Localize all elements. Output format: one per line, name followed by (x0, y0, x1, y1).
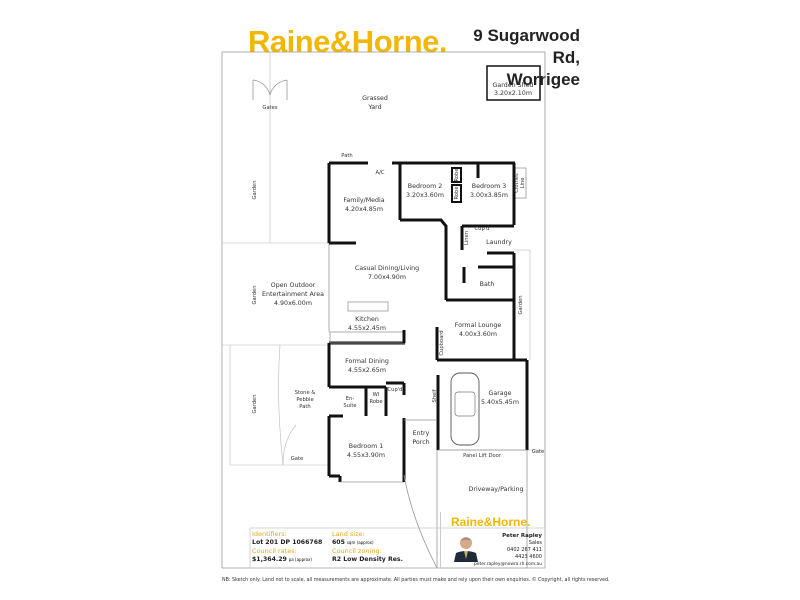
casual-living-size: 7.00x4.90m (368, 274, 406, 281)
formal-lounge-label: Formal Lounge (455, 322, 502, 329)
bedroom3-label: Bedroom 3 (472, 183, 507, 190)
agent-phone-office[interactable]: 4423 4600 (514, 554, 542, 560)
identifiers-value: Lot 201 DP 1066768 (252, 538, 323, 546)
kitchen-size: 4.55x2.45m (348, 325, 386, 332)
land-size-unit: sqm (approx) (346, 539, 374, 545)
agent-photo (454, 537, 478, 562)
brand-logo: Raine&Horne. (248, 24, 447, 59)
car-icon (450, 372, 480, 446)
ensuite-label: En- (346, 396, 355, 402)
entry-porch-label: Entry (413, 430, 430, 437)
casual-living-label: Casual Dining/Living (355, 265, 419, 272)
garage-label: Garage (488, 390, 511, 397)
linen-label: Linen (464, 231, 470, 245)
rates-unit: pa (approx) (288, 556, 312, 562)
gate-label-left: Gate (291, 456, 303, 462)
bedroom3-size: 3.00x3.85m (470, 192, 508, 199)
property-address: 9 Sugarwood Rd, Worrigee (454, 25, 580, 91)
formal-lounge-size: 4.00x3.60m (459, 331, 497, 338)
garden-label-1: Garden (252, 180, 258, 199)
land-size-value: 605 (332, 538, 345, 546)
agent-role: Sales (528, 540, 542, 546)
shelf-label: Shelf (432, 389, 438, 402)
gates-top-left (252, 79, 288, 100)
garden-label-4: Garden (518, 295, 524, 314)
ac-label: A/C (376, 170, 385, 176)
entry-porch-label-2: Porch (412, 439, 429, 446)
wi-robe-label: WI (373, 392, 380, 398)
driveway-label: Driveway/Parking (469, 486, 524, 493)
outdoor-area-label: Open Outdoor (271, 282, 316, 289)
family-room-label: Family/Media (343, 197, 384, 204)
laundry-label: Laundry (486, 239, 512, 246)
outdoor-area-size: 4.90x6.00m (274, 300, 312, 307)
panel-lift-door-label: Panel Lift Door (463, 453, 502, 459)
agent-details: Peter Rapley Sales 0402 267 411 4423 460… (474, 533, 542, 568)
formal-dining-label: Formal Dining (345, 358, 389, 365)
clothes-line-label: Clothes (514, 173, 520, 193)
gate-label-right: Gate (532, 449, 544, 455)
bedroom1-label: Bedroom 1 (349, 443, 384, 450)
bedroom2-size: 3.20x3.60m (406, 192, 444, 199)
garden-shed-size: 3.20x2.10m (494, 90, 532, 97)
garage-size: 5.40x5.45m (481, 399, 519, 406)
rates-value: $1,364.29 (252, 555, 287, 563)
address-line2: Worrigee (506, 70, 580, 89)
stone-path-label: Stone & (295, 390, 316, 396)
kitchen-label: Kitchen (355, 316, 379, 323)
grassed-yard-label: Grassed (362, 95, 388, 102)
gates-label: Gates (262, 105, 277, 111)
ensuite-label-2: Suite (343, 403, 356, 409)
house-walls (327, 161, 529, 569)
agent-card: Raine&Horne. Peter Rapley Sales 0402 267… (440, 512, 545, 568)
outdoor-area-label-2: Entertainment Area (262, 291, 324, 298)
garden-label-2: Garden (252, 285, 258, 304)
bedroom2-label: Bedroom 2 (408, 183, 443, 190)
dining-cupboard-label: Cup'd (388, 387, 403, 393)
bedroom1-size: 4.55x3.90m (347, 452, 385, 459)
clothes-line-label-2: Line (520, 178, 526, 189)
disclaimer: NB: Sketch only. Land not to scale, all … (222, 578, 610, 583)
stone-path-label-2: Pebble (296, 397, 313, 403)
agent-brand-logo: Raine&Horne. (451, 515, 531, 529)
garden-label-3: Garden (252, 394, 258, 413)
lot-boundary (221, 51, 546, 569)
agent-email[interactable]: peter.rapley@nowra.rh.com.au (473, 562, 542, 567)
grassed-yard-label-2: Yard (367, 104, 381, 111)
address-line1: 9 Sugarwood Rd, (473, 26, 580, 67)
zoning-label: Council zoning: (332, 547, 382, 555)
cupboard-label: Cupboard (439, 330, 445, 355)
agent-phone-mobile[interactable]: 0402 267 411 (507, 547, 542, 553)
property-info: Identifiers: Lot 201 DP 1066768 Council … (252, 530, 437, 568)
bath-label: Bath (480, 281, 495, 288)
robe-label-2: Robe (454, 186, 460, 199)
laundry-cupboard-label: Cup'd (475, 226, 490, 232)
rates-label: Council rates: (252, 547, 297, 555)
stone-path-label-3: Path (299, 404, 310, 410)
land-size-label: Land size: (332, 530, 365, 538)
garden-shed-label: Garden Shed (493, 82, 534, 89)
info-col-right: Land size: 605 sqm (approx) Council zoni… (332, 530, 403, 564)
path-label: Path (341, 153, 352, 159)
robe-label-1: Robe (454, 168, 460, 181)
wi-robe-label-2: Robe (369, 399, 382, 405)
identifiers-label: Identifiers: (252, 530, 287, 538)
formal-dining-size: 4.55x2.65m (348, 367, 386, 374)
info-col-left: Identifiers: Lot 201 DP 1066768 Council … (252, 530, 322, 564)
zoning-value: R2 Low Density Res. (332, 555, 403, 563)
family-room-size: 4.20x4.85m (345, 206, 383, 213)
agent-name: Peter Rapley (502, 533, 542, 539)
garden-shed (486, 65, 541, 101)
